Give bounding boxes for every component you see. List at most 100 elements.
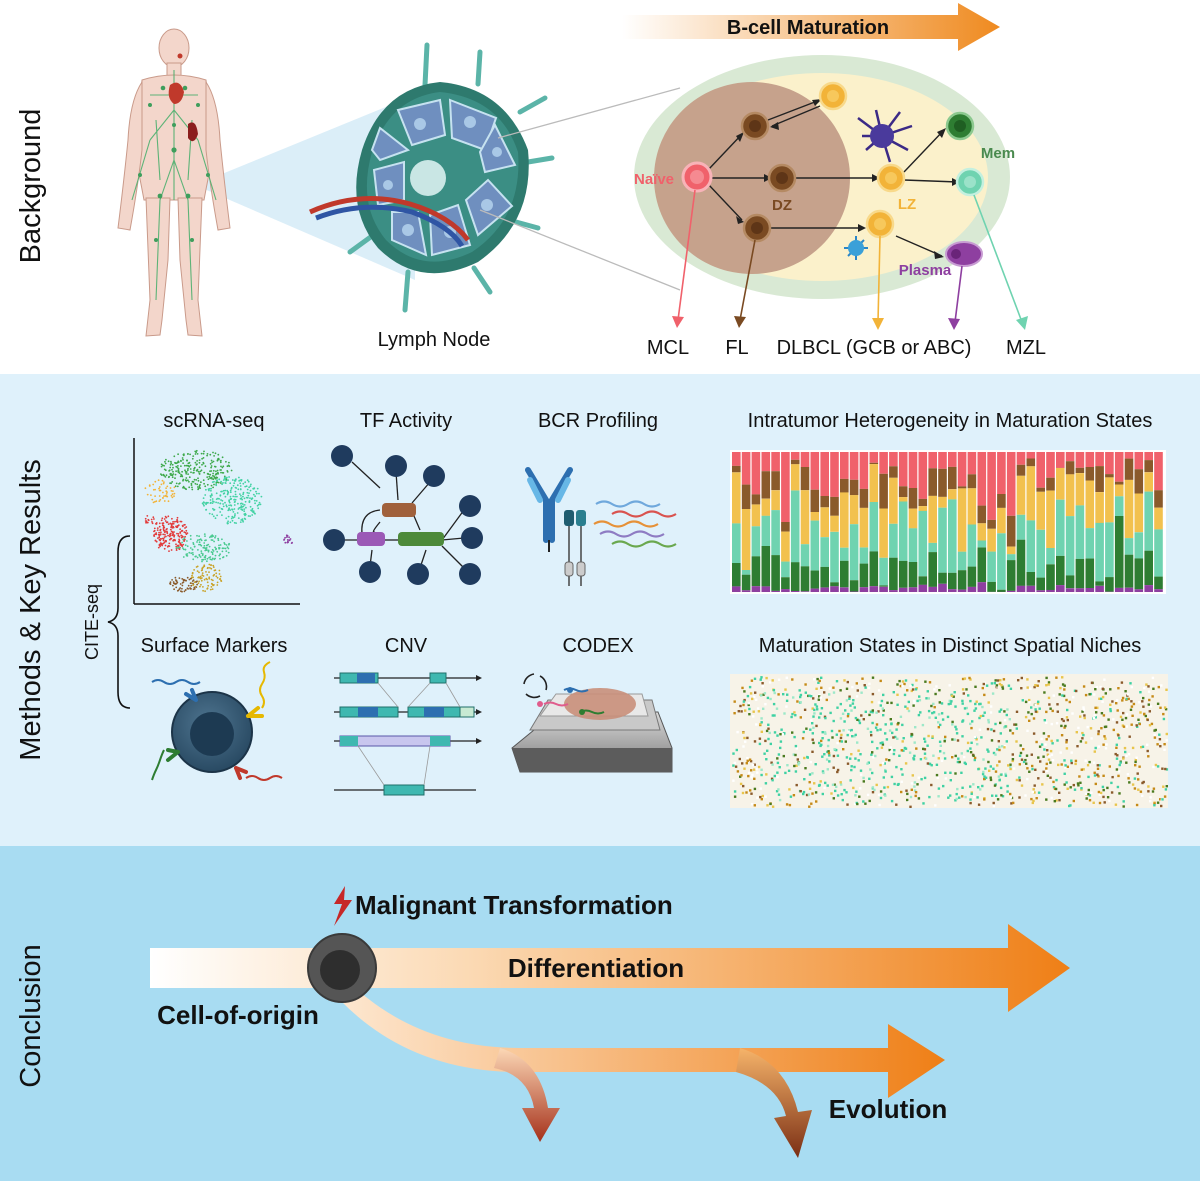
spatial-dot [1142,697,1144,699]
umap-point [250,490,252,492]
spatial-dot [863,780,865,782]
spatial-dot [928,796,930,798]
spatial-dot [942,785,944,787]
bar-segment [997,533,1006,589]
umap-point [151,519,153,521]
bar-segment [938,584,947,592]
spatial-dot [813,782,815,784]
spatial-dot [922,748,924,750]
umap-point [228,462,230,464]
spatial-dot [982,771,984,773]
bar-segment [919,576,928,585]
umap-point [178,483,180,485]
umap-point [209,477,211,479]
spatial-dot [974,703,976,705]
umap-point [203,564,205,566]
umap-point [228,476,230,478]
spatial-dot [757,707,759,709]
spatial-dot [1095,711,1097,713]
spatial-dot [803,757,805,759]
umap-point [175,543,177,545]
bar-segment [889,558,898,590]
umap-point [240,485,242,487]
spatial-dot [1040,738,1042,740]
spatial-dot [929,681,931,683]
bar-segment [987,452,996,520]
spatial-dot [1012,753,1014,755]
spatial-dot [1052,781,1054,783]
umap-point [167,521,169,523]
spatial-dot [868,683,870,685]
spatial-dot [1094,772,1096,774]
bar-segment [781,562,790,578]
umap-point [224,490,226,492]
umap-point [154,533,156,535]
umap-point [244,486,246,488]
spatial-dot [1148,699,1150,701]
umap-point [233,485,235,487]
umap-point [179,536,181,538]
spatial-dot [1142,746,1144,748]
spatial-dot [970,751,972,753]
spatial-dot [871,772,873,774]
spatial-dot [1166,739,1168,741]
spatial-dot [1113,729,1115,731]
umap-point [174,493,176,495]
bar-segment [968,452,977,474]
spatial-dot [846,803,848,805]
spatial-dot [750,769,752,771]
spatial-dot [963,756,965,758]
umap-point [203,453,205,455]
umap-point [253,488,255,490]
spatial-dot [872,786,874,788]
spatial-dot [1128,753,1130,755]
umap-point [222,456,224,458]
spatial-dot [1003,678,1005,680]
spatial-dot [777,788,779,790]
bar-segment [899,497,908,501]
bar-segment [1135,589,1144,592]
umap-point [173,495,175,497]
umap-point [226,544,228,546]
umap-point [200,550,202,552]
umap-point [161,545,163,547]
spatial-dot [1142,706,1144,708]
spatial-dot [1149,724,1151,726]
spatial-dot [753,711,755,713]
umap-point [237,488,239,490]
spatial-dot [1136,724,1138,726]
bar-segment [752,556,761,586]
spatial-dot [770,743,772,745]
umap-point [200,481,202,483]
spatial-dot [1085,694,1087,696]
spatial-dot [884,770,886,772]
spatial-dot [1021,677,1023,679]
spatial-dot [1084,717,1086,719]
spatial-dot [1137,772,1139,774]
surface-markers-title: Surface Markers [141,635,288,657]
spatial-dot [1160,805,1162,807]
spatial-dot [1041,743,1043,745]
spatial-dot [1095,747,1097,749]
umap-point [212,585,214,587]
spatial-dot [938,726,940,728]
spatial-dot [884,732,886,734]
spatial-dot [974,736,976,738]
spatial-dot [828,739,830,741]
spatial-dot [983,798,985,800]
umap-point [207,484,209,486]
umap-point [172,476,174,478]
umap-point [238,508,240,510]
bar-segment [1144,551,1153,585]
spatial-dot [1109,688,1111,690]
spatial-dot [1086,797,1088,799]
spatial-dot [1125,762,1127,764]
umap-point [192,573,194,575]
umap-point [176,521,178,523]
spatial-dot [752,715,754,717]
umap-point [184,524,186,526]
spatial-dot [951,721,953,723]
umap-point [182,462,184,464]
spatial-dot [741,762,743,764]
